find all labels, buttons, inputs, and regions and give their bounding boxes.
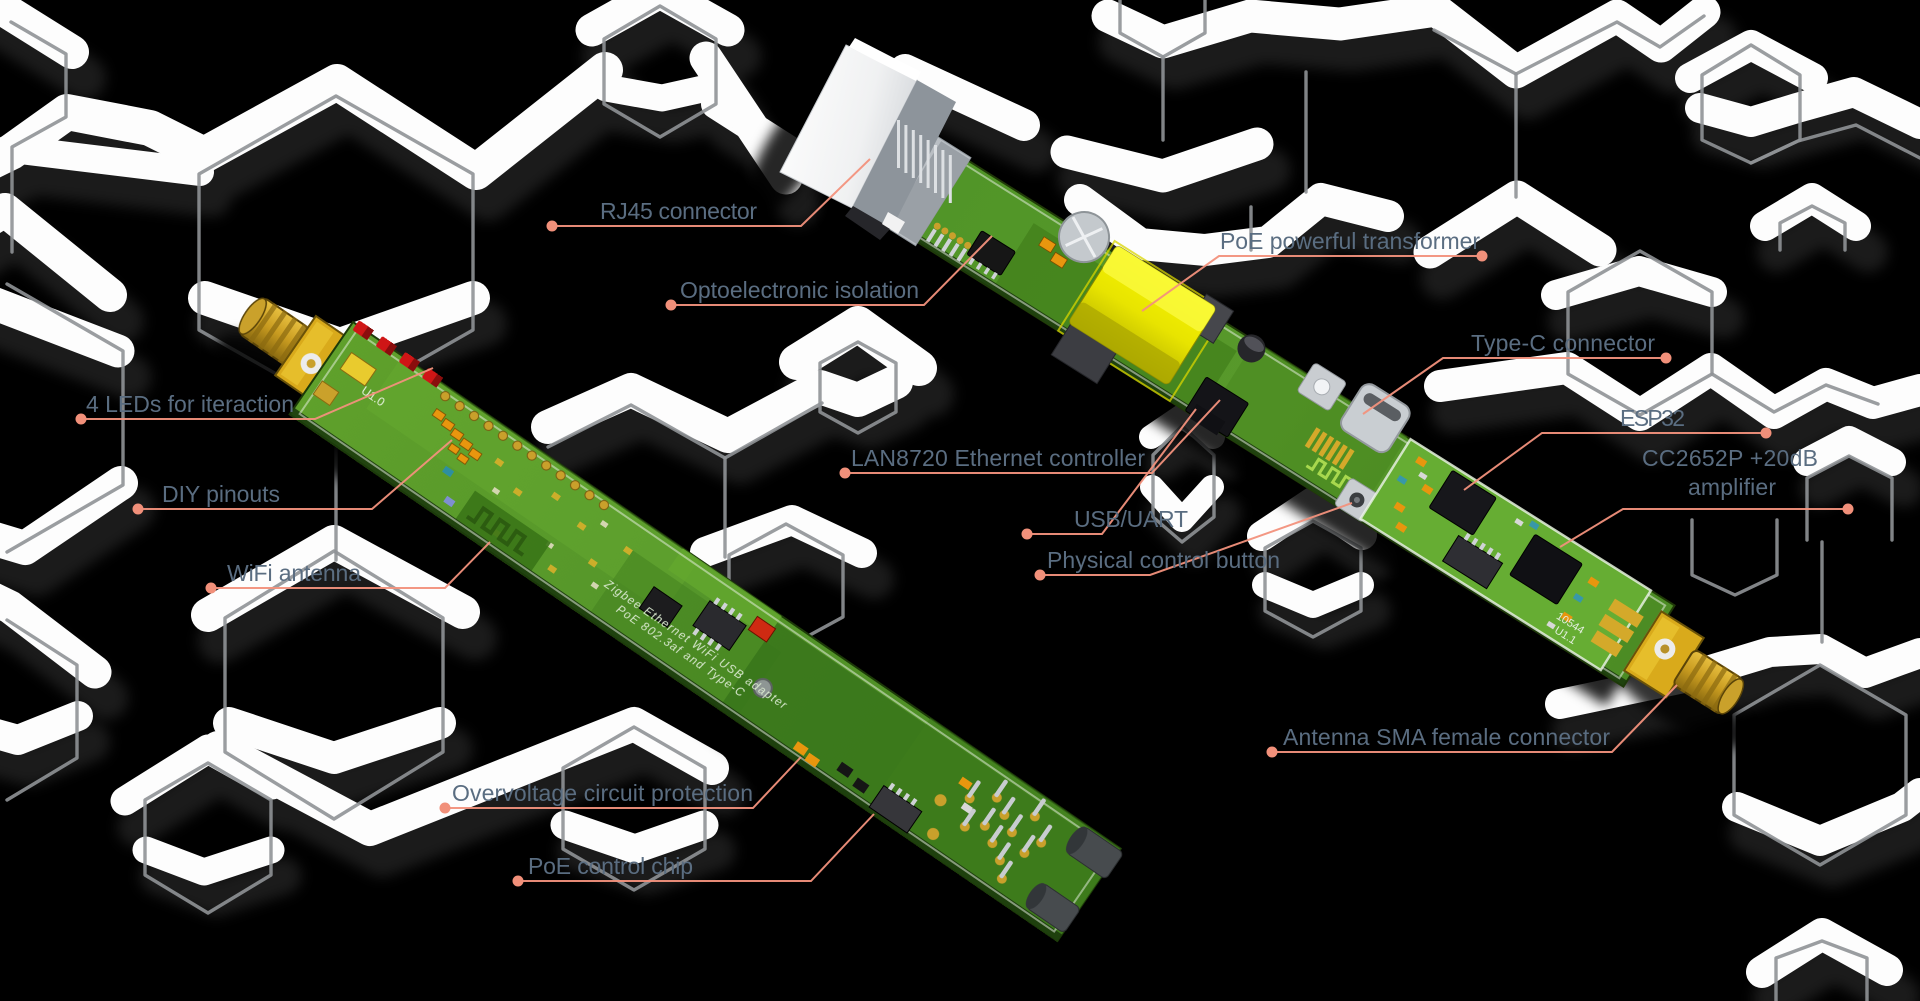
svg-text:Optoelectronic isolation: Optoelectronic isolation <box>680 277 919 303</box>
svg-text:LAN8720 Ethernet controller: LAN8720 Ethernet controller <box>851 445 1145 471</box>
svg-text:PoE control chip: PoE control chip <box>528 853 693 879</box>
svg-text:Physical control button: Physical control button <box>1047 547 1280 573</box>
svg-text:Type-C connector: Type-C connector <box>1471 330 1655 356</box>
svg-text:amplifier: amplifier <box>1688 474 1776 500</box>
svg-text:WiFi antenna: WiFi antenna <box>227 560 361 586</box>
svg-text:USB/UART: USB/UART <box>1074 506 1188 532</box>
svg-text:DIY pinouts: DIY pinouts <box>162 481 280 507</box>
svg-text:CC2652P +20dB: CC2652P +20dB <box>1642 445 1818 471</box>
svg-text:ESP32: ESP32 <box>1620 405 1685 431</box>
svg-text:4 LEDs for iteraction: 4 LEDs for iteraction <box>86 391 294 417</box>
svg-text:Overvoltage circuit protection: Overvoltage circuit protection <box>452 780 753 806</box>
svg-text:RJ45 connector: RJ45 connector <box>600 198 757 224</box>
svg-text:PoE powerful transformer: PoE powerful transformer <box>1220 228 1480 254</box>
svg-text:Antenna SMA female connector: Antenna SMA female connector <box>1283 724 1610 750</box>
